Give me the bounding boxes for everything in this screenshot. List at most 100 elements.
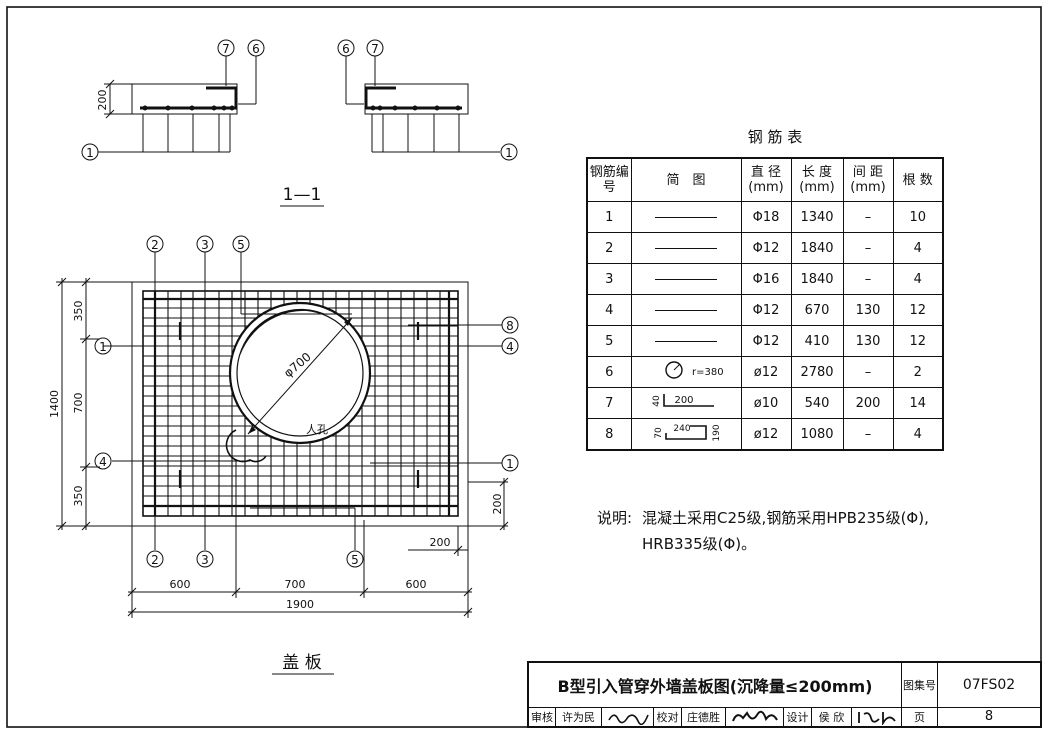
header-no: 钢筋编号 (586, 157, 632, 202)
cell-dia: Φ12 (740, 294, 792, 326)
atlas-label: 图集号 (901, 663, 937, 707)
svg-text:3: 3 (201, 238, 209, 252)
cell-no: 1 (586, 201, 632, 233)
cell-count: 12 (892, 294, 944, 326)
review-label: 审核 (531, 710, 553, 724)
header-sp: 间 距(mm) (842, 157, 894, 202)
cell-len: 1340 (790, 201, 844, 233)
svg-text:200: 200 (674, 395, 693, 406)
cell-dia: ø10 (740, 387, 792, 419)
cell-dia: ø12 (740, 356, 792, 388)
note: 说明: 混凝土采用C25级,钢筋采用HPB235级(Φ), HRB335级(Φ)… (597, 509, 929, 553)
marker-2-bottom: 2 (146, 550, 164, 568)
svg-text:1: 1 (506, 457, 514, 471)
u-bar-icon: 70 240 190 (654, 424, 722, 442)
table-row: 6 r=380 ø12 2780 – 2 (586, 356, 944, 388)
header-count: 根 数 (892, 157, 944, 202)
check-signature (725, 707, 783, 726)
marker-1-plan-right: 1 (501, 454, 519, 472)
svg-text:7: 7 (371, 42, 379, 56)
note-line1: 混凝土采用C25级,钢筋采用HPB235级(Φ), (642, 509, 929, 527)
ring-bar-icon: r=380 (665, 361, 724, 379)
svg-text:2: 2 (151, 238, 159, 252)
svg-text:6: 6 (342, 42, 350, 56)
signature-icon (731, 710, 778, 721)
cell-count: 4 (892, 263, 944, 295)
marker-8-plan-right: 8 (501, 316, 519, 334)
cell-dia: Φ18 (740, 201, 792, 233)
marker-5-top: 5 (232, 235, 250, 253)
table-row: 5 Φ12 410 130 12 (586, 325, 944, 357)
rebar-mesh-frame (142, 290, 459, 517)
cell-no: 4 (586, 294, 632, 326)
dim-1900: 1900 (286, 598, 314, 611)
cell-sp: – (842, 263, 894, 295)
check-label: 校对 (653, 707, 681, 726)
header-dia: 直 径(mm) (740, 157, 792, 202)
note-label: 说明: (597, 509, 632, 527)
dim-600-left: 600 (170, 578, 191, 591)
check-name: 庄德胜 (681, 707, 725, 726)
ring-radius-label: r=380 (692, 367, 724, 378)
cell-no: 6 (586, 356, 632, 388)
sketch-u-bar: 70 240 190 (630, 418, 742, 451)
marker-2-top: 2 (146, 235, 164, 253)
cell-count: 12 (892, 325, 944, 357)
design-signature (851, 707, 901, 726)
marker-1-section-left: 1 (81, 143, 99, 161)
sketch-straight (630, 232, 742, 264)
dim-350-bot: 350 (72, 486, 85, 507)
atlas-number: 07FS02 (937, 663, 1040, 707)
table-row: 4 Φ12 670 130 12 (586, 294, 944, 326)
svg-text:4: 4 (506, 340, 514, 354)
dim-700-h: 700 (285, 578, 306, 591)
cell-sp: 130 (842, 294, 894, 326)
cell-sp: 130 (842, 325, 894, 357)
title-block: B型引入管穿外墙盖板图(沉降量≤200mm) 图集号 07FS02 审核 许为民… (527, 661, 1042, 728)
cell-dia: Φ12 (740, 232, 792, 264)
table-row: 3 Φ16 1840 – 4 (586, 263, 944, 295)
dim-350-top: 350 (72, 301, 85, 322)
design-name: 侯 欣 (811, 707, 851, 726)
svg-text:3: 3 (201, 553, 209, 567)
svg-text:8: 8 (506, 319, 514, 333)
cell-len: 2780 (790, 356, 844, 388)
cell-count: 2 (892, 356, 944, 388)
cell-no: 3 (586, 263, 632, 295)
section-title: 1—1 (283, 185, 322, 205)
marker-7-right: 7 (366, 39, 384, 57)
dim-700-v: 700 (72, 393, 85, 414)
table-row: 2 Φ12 1840 – 4 (586, 232, 944, 264)
drawing-title: B型引入管穿外墙盖板图(沉降量≤200mm) (557, 677, 873, 696)
svg-text:240: 240 (673, 424, 690, 434)
cell-len: 670 (790, 294, 844, 326)
cell-dia: Φ16 (740, 263, 792, 295)
table-row: 7 40 200 ø10 540 200 14 (586, 387, 944, 419)
slab-outline (131, 281, 469, 527)
svg-text:2: 2 (151, 553, 159, 567)
sketch-straight (630, 201, 742, 233)
cell-count: 4 (892, 418, 944, 451)
page-label: 页 (901, 707, 937, 726)
review-name: 许为民 (555, 707, 601, 726)
signature-icon (857, 711, 896, 725)
svg-text:1: 1 (99, 340, 107, 354)
cell-len: 410 (790, 325, 844, 357)
cell-no: 5 (586, 325, 632, 357)
table-row: 1 Φ18 1340 – 10 (586, 201, 944, 233)
sketch-hook: 40 200 (630, 387, 742, 419)
cell-count: 10 (892, 201, 944, 233)
svg-text:4: 4 (99, 455, 107, 469)
sketch-straight (630, 294, 742, 326)
table-title: 钢 筋 表 (748, 128, 803, 146)
cell-sp: – (842, 201, 894, 233)
cell-no: 2 (586, 232, 632, 264)
sketch-straight (630, 325, 742, 357)
dim-edge-200-v: 200 (491, 494, 504, 515)
cell-count: 4 (892, 232, 944, 264)
cell-sp: 200 (842, 387, 894, 419)
svg-text:5: 5 (237, 238, 245, 252)
header-sketch: 简 图 (630, 157, 742, 202)
hole-label: 人孔 (306, 423, 328, 436)
